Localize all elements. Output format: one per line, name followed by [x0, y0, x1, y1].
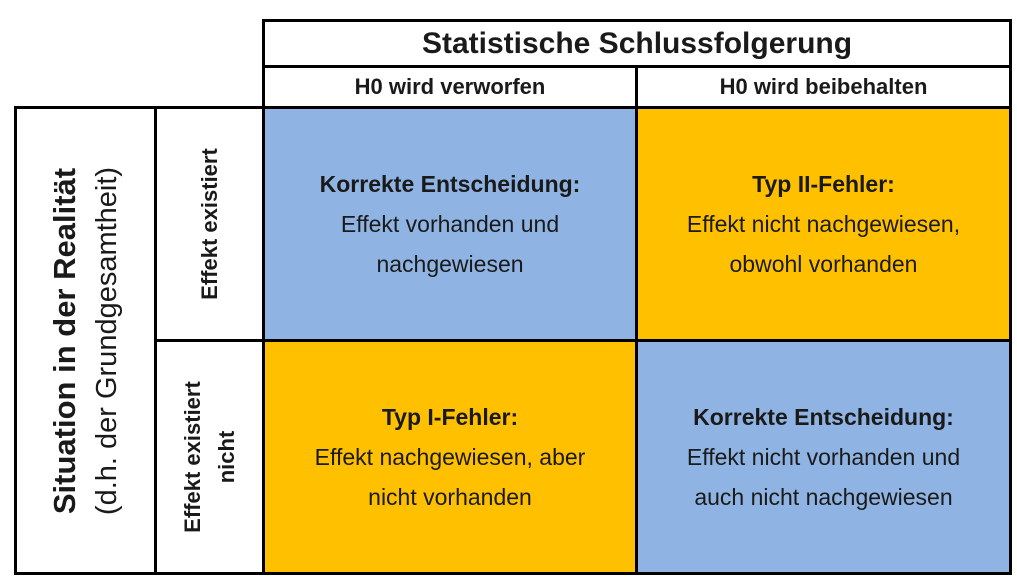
- reality-side-label: Situation in der Realität (d.h. der Grun…: [14, 106, 157, 575]
- row-label-not-exists-line2: nicht: [213, 430, 239, 484]
- cell-correct-decision-absent: Korrekte Entscheidung: Effekt nicht vorh…: [635, 339, 1012, 575]
- row-label-exists: Effekt existiert: [154, 106, 265, 342]
- cell-r2c1-line1: Effekt nachgewiesen, aber: [314, 444, 586, 470]
- cell-r2c2-title: Korrekte Entscheidung:: [693, 404, 954, 430]
- cell-r1c1-line2: nachgewiesen: [376, 251, 524, 277]
- cell-r1c1-title: Korrekte Entscheidung:: [319, 171, 581, 197]
- cell-r2c2-line2: auch nicht nachgewiesen: [694, 484, 953, 510]
- cell-r1c2-line2: obwohl vorhanden: [729, 251, 918, 277]
- column-header-keep-text: H0 wird beibehalten: [719, 74, 928, 99]
- reality-subtitle: (d.h. der Grundgesamtheit): [91, 166, 124, 515]
- row-label-exists-rotated: Effekt existiert: [193, 148, 227, 300]
- column-header-reject-text: H0 wird verworfen: [354, 74, 546, 99]
- reality-title: Situation in der Realität: [47, 167, 83, 514]
- row-label-not-exists-line1: Effekt existiert: [179, 381, 205, 533]
- cell-r1c2-title: Typ II-Fehler:: [752, 171, 895, 197]
- row-label-exists-text: Effekt existiert: [196, 148, 222, 300]
- cell-r1c2-line1: Effekt nicht nachgewiesen,: [686, 211, 961, 237]
- reality-side-label-rotated: Situation in der Realität (d.h. der Grun…: [44, 166, 128, 514]
- cell-r2c1-title: Typ I-Fehler:: [381, 404, 519, 430]
- cell-correct-decision-detected: Korrekte Entscheidung: Effekt vorhanden …: [262, 106, 638, 342]
- matrix-title: Statistische Schlussfolgerung: [262, 19, 1012, 68]
- cell-r2c2-line1: Effekt nicht vorhanden und: [686, 444, 961, 470]
- matrix-title-text: Statistische Schlussfolgerung: [421, 26, 853, 60]
- column-header-keep: H0 wird beibehalten: [635, 65, 1012, 109]
- cell-r1c1-line1: Effekt vorhanden und: [340, 211, 560, 237]
- row-label-not-exists-rotated: Effekt existiert nicht: [176, 381, 244, 533]
- row-label-not-exists: Effekt existiert nicht: [154, 339, 265, 575]
- column-header-reject: H0 wird verworfen: [262, 65, 638, 109]
- cell-type-i-error: Typ I-Fehler: Effekt nachgewiesen, aber …: [262, 339, 638, 575]
- cell-r2c1-line2: nicht vorhanden: [368, 484, 532, 510]
- cell-type-ii-error: Typ II-Fehler: Effekt nicht nachgewiesen…: [635, 106, 1012, 342]
